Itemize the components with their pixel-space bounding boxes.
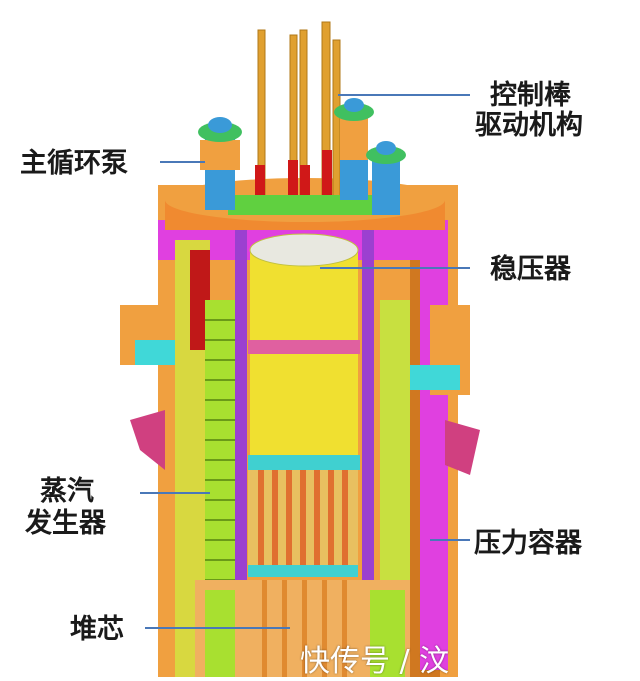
- label-control-rod-drive-line1: 控制棒: [490, 80, 571, 111]
- flange-right: [445, 420, 480, 475]
- pressurizer-top: [249, 233, 359, 267]
- label-main-pump: 主循环泵: [20, 148, 128, 179]
- main-pump-right: [334, 98, 374, 200]
- inner-shroud-left: [235, 230, 247, 670]
- pressurizer-band: [248, 340, 360, 354]
- pressurizer-bottom: [248, 455, 360, 470]
- steam-generator-stripes: [205, 319, 235, 581]
- main-pump-far-right: [366, 141, 406, 215]
- core-lower-plate: [248, 565, 358, 577]
- lower-green-left: [205, 590, 235, 677]
- main-pump-left: [198, 117, 242, 210]
- label-pressure-vessel: 压力容器: [474, 528, 582, 559]
- core-rod-bundle: [258, 470, 348, 570]
- label-control-rod-drive-line2: 驱动机构: [475, 110, 583, 141]
- label-steam-generator-line1: 蒸汽: [40, 476, 94, 507]
- leader-lines: [140, 94, 470, 629]
- steam-generator-tubes: [205, 300, 235, 600]
- pressure-vessel-magenta-band: [420, 230, 448, 670]
- pressurizer-cylinder: [250, 250, 358, 470]
- lower-green-right: [370, 590, 405, 677]
- flange-left: [130, 410, 165, 470]
- inner-shroud-right: [362, 230, 374, 670]
- steam-generator-right: [380, 300, 410, 600]
- label-steam-generator-line2: 发生器: [25, 508, 106, 539]
- control-rod-red-sections: [255, 150, 332, 205]
- watermark: 快传号 / 汶: [300, 644, 450, 679]
- label-pressurizer: 稳压器: [490, 254, 571, 285]
- label-core: 堆芯: [70, 614, 124, 645]
- nozzle-right-pipe: [405, 365, 460, 390]
